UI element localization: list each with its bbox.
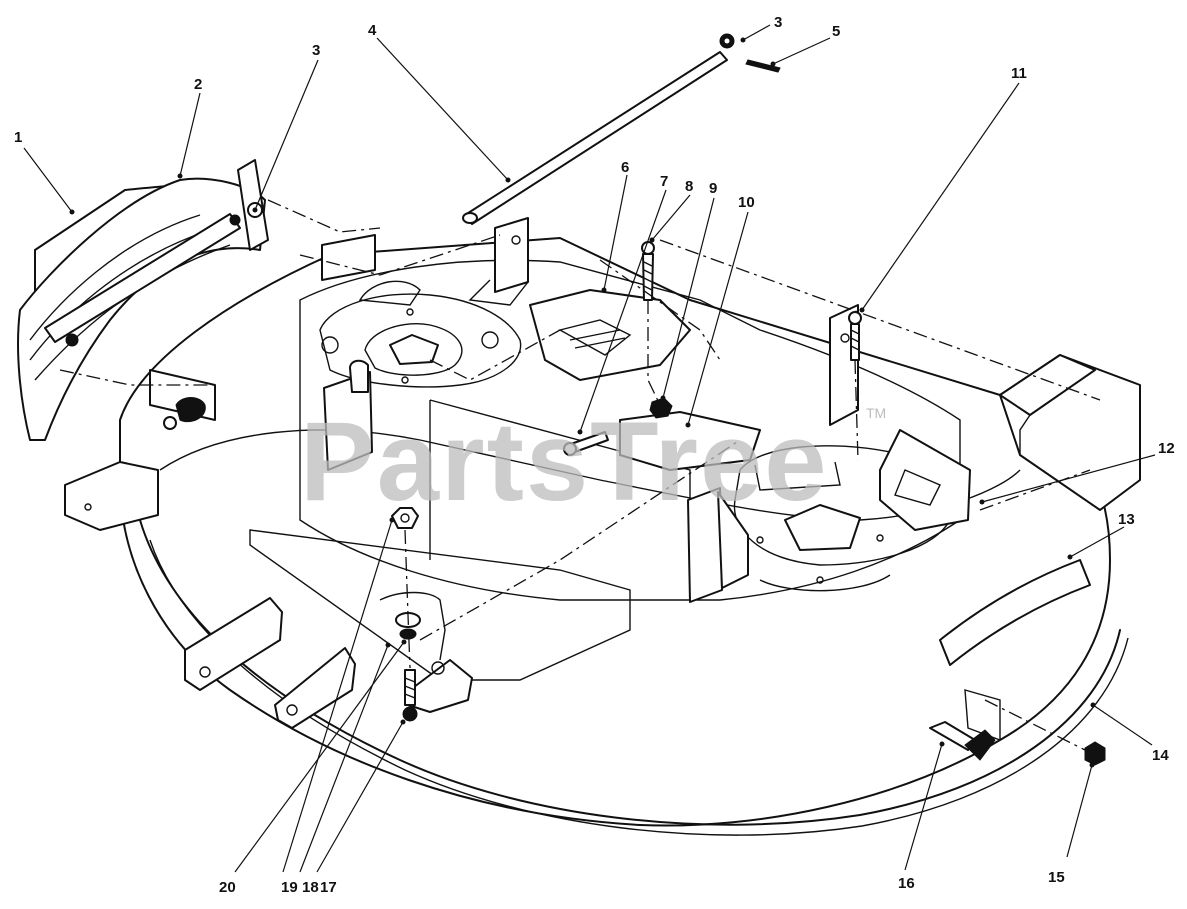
callout-label: 14 [1152, 747, 1169, 764]
callout-label: 5 [832, 23, 840, 40]
left-spindle-housing [319, 280, 522, 471]
callout-leaders [23, 24, 1156, 873]
callout-label: 8 [685, 178, 693, 195]
callout-label: 20 [219, 879, 236, 896]
callout-labels: 1 2 3 4 3 5 6 7 8 9 10 11 12 13 14 15 16… [14, 14, 1175, 896]
callout-label: 12 [1158, 440, 1175, 457]
hardware [391, 241, 1106, 766]
callout-label: 16 [898, 875, 915, 892]
watermark-text: PartsTree [300, 399, 829, 524]
callout-label: 7 [660, 173, 668, 190]
callout-label: 13 [1118, 511, 1135, 528]
center-brackets [468, 217, 971, 531]
callout-label: 4 [368, 22, 377, 39]
callout-dots [69, 37, 1096, 768]
watermark: PartsTree TM [300, 399, 886, 524]
watermark-trademark: TM [866, 405, 886, 421]
callout-label: 2 [194, 76, 202, 93]
callout-label: 15 [1048, 869, 1065, 886]
right-spindle-housing [687, 445, 954, 603]
assembly-lines [59, 199, 1101, 751]
callout-label: 19 [281, 879, 298, 896]
callout-label: 6 [621, 159, 629, 176]
callout-label: 9 [709, 180, 717, 197]
lift-rod [462, 33, 781, 225]
callout-label: 18 [302, 879, 319, 896]
callout-label: 11 [1011, 65, 1027, 82]
callout-label: 3 [774, 14, 782, 31]
callout-label: 1 [14, 129, 22, 146]
callout-label: 10 [738, 194, 755, 211]
rear-trim [939, 559, 1091, 742]
callout-label: 3 [312, 42, 320, 59]
discharge-chute [17, 159, 269, 441]
side-shields [149, 234, 376, 430]
callout-label: 17 [320, 879, 337, 896]
